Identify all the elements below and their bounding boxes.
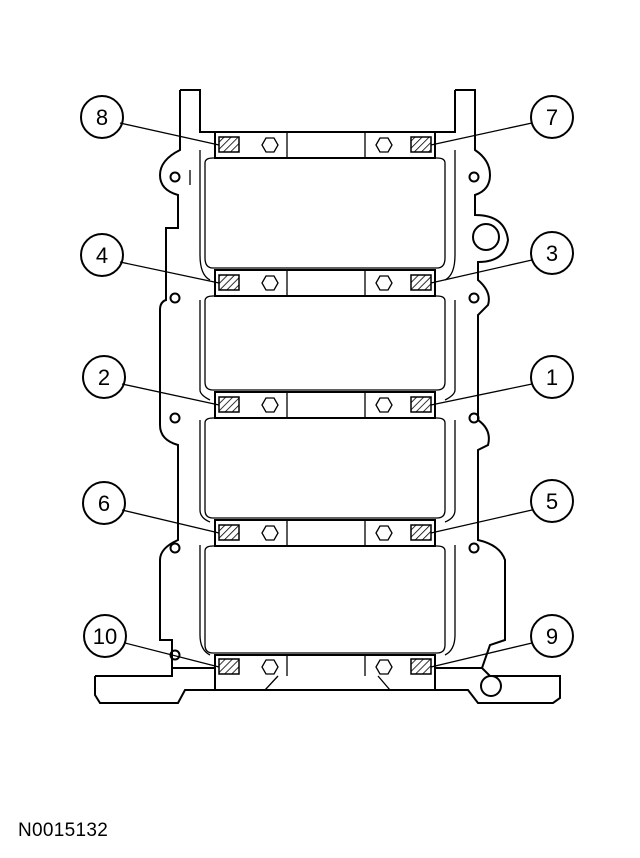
callout-7: 7 — [530, 95, 574, 139]
bearing-cap-row-4 — [214, 519, 436, 547]
left-frame-rail — [158, 89, 216, 668]
callout-3-label: 3 — [546, 241, 558, 266]
right-frame-rail — [434, 89, 510, 669]
callout-6-label: 6 — [98, 491, 110, 516]
crank-bay-openings — [204, 157, 446, 654]
callout-10-label: 10 — [93, 624, 117, 649]
callout-5: 5 — [530, 479, 574, 523]
frame-bolt-holes — [169, 171, 502, 697]
callout-6: 6 — [82, 481, 126, 525]
callout-3: 3 — [530, 231, 574, 275]
callout-2: 2 — [82, 355, 126, 399]
callout-8-label: 8 — [96, 105, 108, 130]
bearing-cap-row-1 — [214, 131, 436, 159]
bottom-flange — [94, 667, 561, 704]
callout-1-label: 1 — [546, 365, 558, 390]
callout-4-label: 4 — [96, 243, 108, 268]
callout-4: 4 — [80, 233, 124, 277]
leader-lines — [119, 122, 533, 668]
figure-reference-id: N0015132 — [18, 820, 109, 841]
bearing-cap-row-2 — [214, 269, 436, 297]
callout-1: 1 — [530, 355, 574, 399]
callout-2-label: 2 — [98, 365, 110, 390]
callout-7-label: 7 — [546, 105, 558, 130]
bearing-cap-row-3 — [214, 391, 436, 419]
bearing-cap-row-5 — [214, 654, 436, 691]
callout-8: 8 — [80, 95, 124, 139]
callout-10: 10 — [83, 614, 127, 658]
callout-9-label: 9 — [546, 624, 558, 649]
callout-5-label: 5 — [546, 489, 558, 514]
callout-9: 9 — [530, 614, 574, 658]
